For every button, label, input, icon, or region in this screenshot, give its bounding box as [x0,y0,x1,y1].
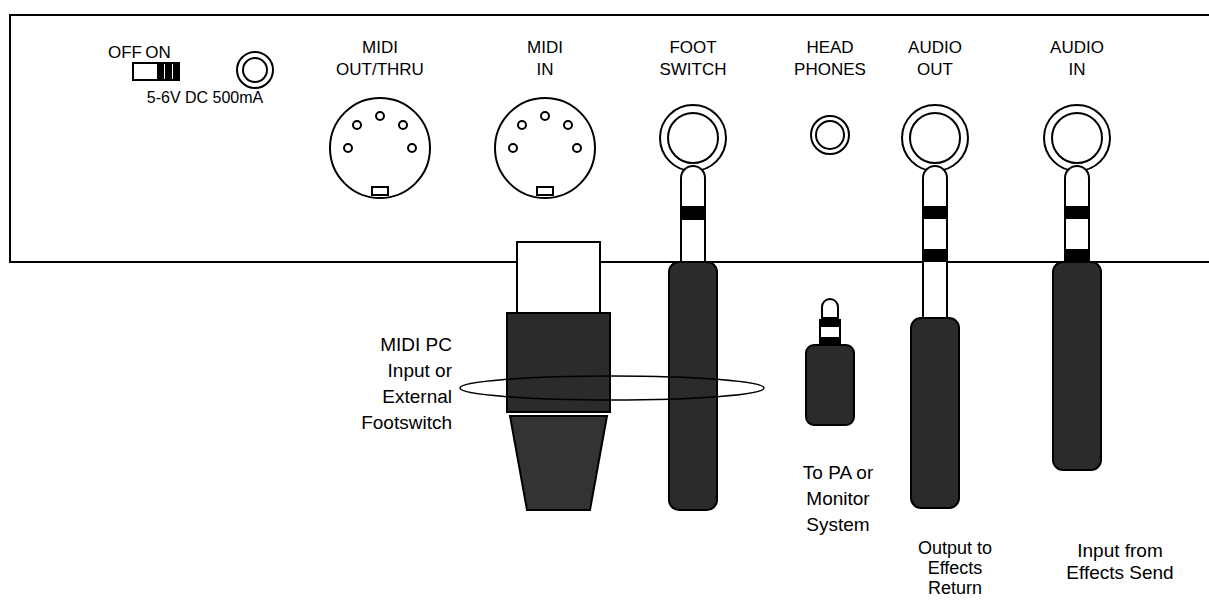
switch-label: OFF [105,43,145,63]
footswitch-plug [669,166,717,510]
panel-outline [10,15,1209,262]
audio-in-plug [1053,166,1101,470]
connection-note: Input from Effects Send [1058,540,1183,584]
midi-in-socket [495,98,595,198]
connection-note: Output to Effects Return [905,538,1005,598]
audio-out-jack [902,105,968,171]
dc-jack [237,52,273,88]
power-switch [133,63,179,80]
connection-note: To PA or Monitor System [791,460,886,538]
grouping-ring [460,376,764,400]
connection-note: MIDI PC Input or External Footswitch [340,332,452,436]
switch-label: ON [143,43,173,63]
port-name: AUDIO OUT [902,37,968,81]
audio-out-plug [911,166,959,508]
audio-in-jack [1044,105,1110,171]
power-rating: 5-6V DC 500mA [120,88,290,108]
port-name: FOOT SWITCH [656,37,730,81]
footswitch-jack [660,105,726,171]
port-name: HEAD PHONES [791,37,869,81]
port-name: MIDI OUT/THRU [330,37,430,81]
midi-out-socket [330,98,430,198]
headphone-plug [806,299,854,425]
port-name: MIDI IN [520,37,570,81]
port-name: AUDIO IN [1046,37,1108,81]
headphone-jack [811,116,849,154]
